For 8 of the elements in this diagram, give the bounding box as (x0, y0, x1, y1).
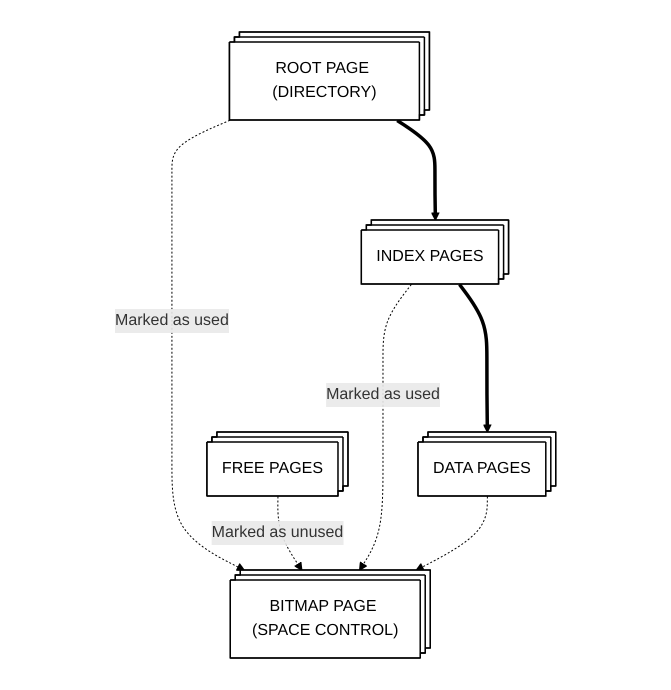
arrow (172, 120, 246, 571)
edge-label: Marked as used (115, 312, 229, 329)
arrow (458, 283, 492, 433)
edge-label: Marked as unused (212, 524, 344, 541)
arrow (416, 496, 488, 571)
arrow (396, 119, 440, 221)
arrow (359, 284, 412, 571)
edge-label: Marked as used (326, 386, 440, 403)
